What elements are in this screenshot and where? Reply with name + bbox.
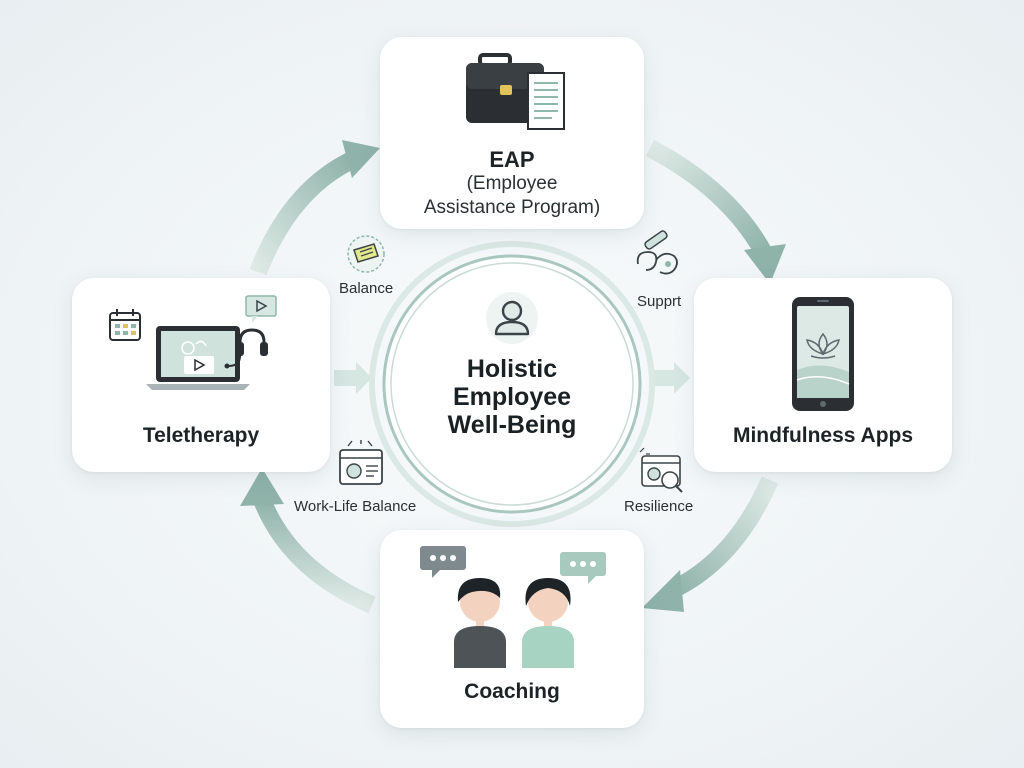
arrowhead [342, 140, 380, 178]
keyword-support: Supprt [637, 293, 682, 310]
two-people-chat-icon [454, 578, 574, 668]
coaching-card: Coaching [380, 530, 644, 728]
work-life-calendar-icon [339, 440, 383, 485]
chat-bubble-icon [420, 546, 466, 578]
laptop-headset-icon [146, 326, 268, 390]
center-title: Holistic Employee Well-Being [392, 355, 632, 439]
teletherapy-card: Teletherapy [72, 278, 330, 472]
inner-arrow-right [652, 362, 690, 394]
smartphone-lotus-icon [792, 297, 854, 411]
arrowhead [642, 570, 684, 612]
eap-subtitle-line1: (Employee [466, 173, 558, 194]
balance-badge-icon [347, 235, 385, 273]
arrow-teletherapy-to-eap [249, 151, 357, 276]
center-title-line2: Employee [452, 383, 572, 411]
keyword-balance: Balance [339, 280, 394, 297]
arrow-eap-to-mindfulness [645, 140, 773, 260]
eap-subtitle-line2: Assistance Program) [423, 197, 601, 218]
inner-arrow-left [334, 362, 372, 394]
support-icon [636, 230, 678, 275]
center-title-line1: Holistic [466, 355, 558, 383]
resilience-icon [639, 447, 683, 493]
mindfulness-title: Mindfulness Apps [732, 424, 914, 447]
briefcase-document-icon [466, 53, 565, 130]
arrowhead [240, 468, 284, 506]
calendar-icon [109, 309, 141, 341]
chat-bubble-icon [560, 552, 606, 584]
video-chat-bubble-icon [245, 295, 277, 323]
person-icon [486, 292, 538, 344]
keyword-resilience: Resilience [624, 498, 694, 515]
center-title-line3: Well-Being [447, 411, 577, 439]
coaching-title: Coaching [464, 680, 560, 703]
eap-title: EAP [489, 147, 535, 172]
arrow-coaching-to-teletherapy [253, 496, 376, 614]
eap-card: EAP (Employee Assistance Program) [380, 37, 644, 229]
arrowhead [744, 244, 786, 284]
mindfulness-card: Mindfulness Apps [694, 278, 952, 472]
keyword-work-life-balance: Work-Life Balance [294, 498, 417, 515]
arrow-mindfulness-to-coaching [667, 476, 779, 599]
teletherapy-title: Teletherapy [142, 424, 260, 447]
